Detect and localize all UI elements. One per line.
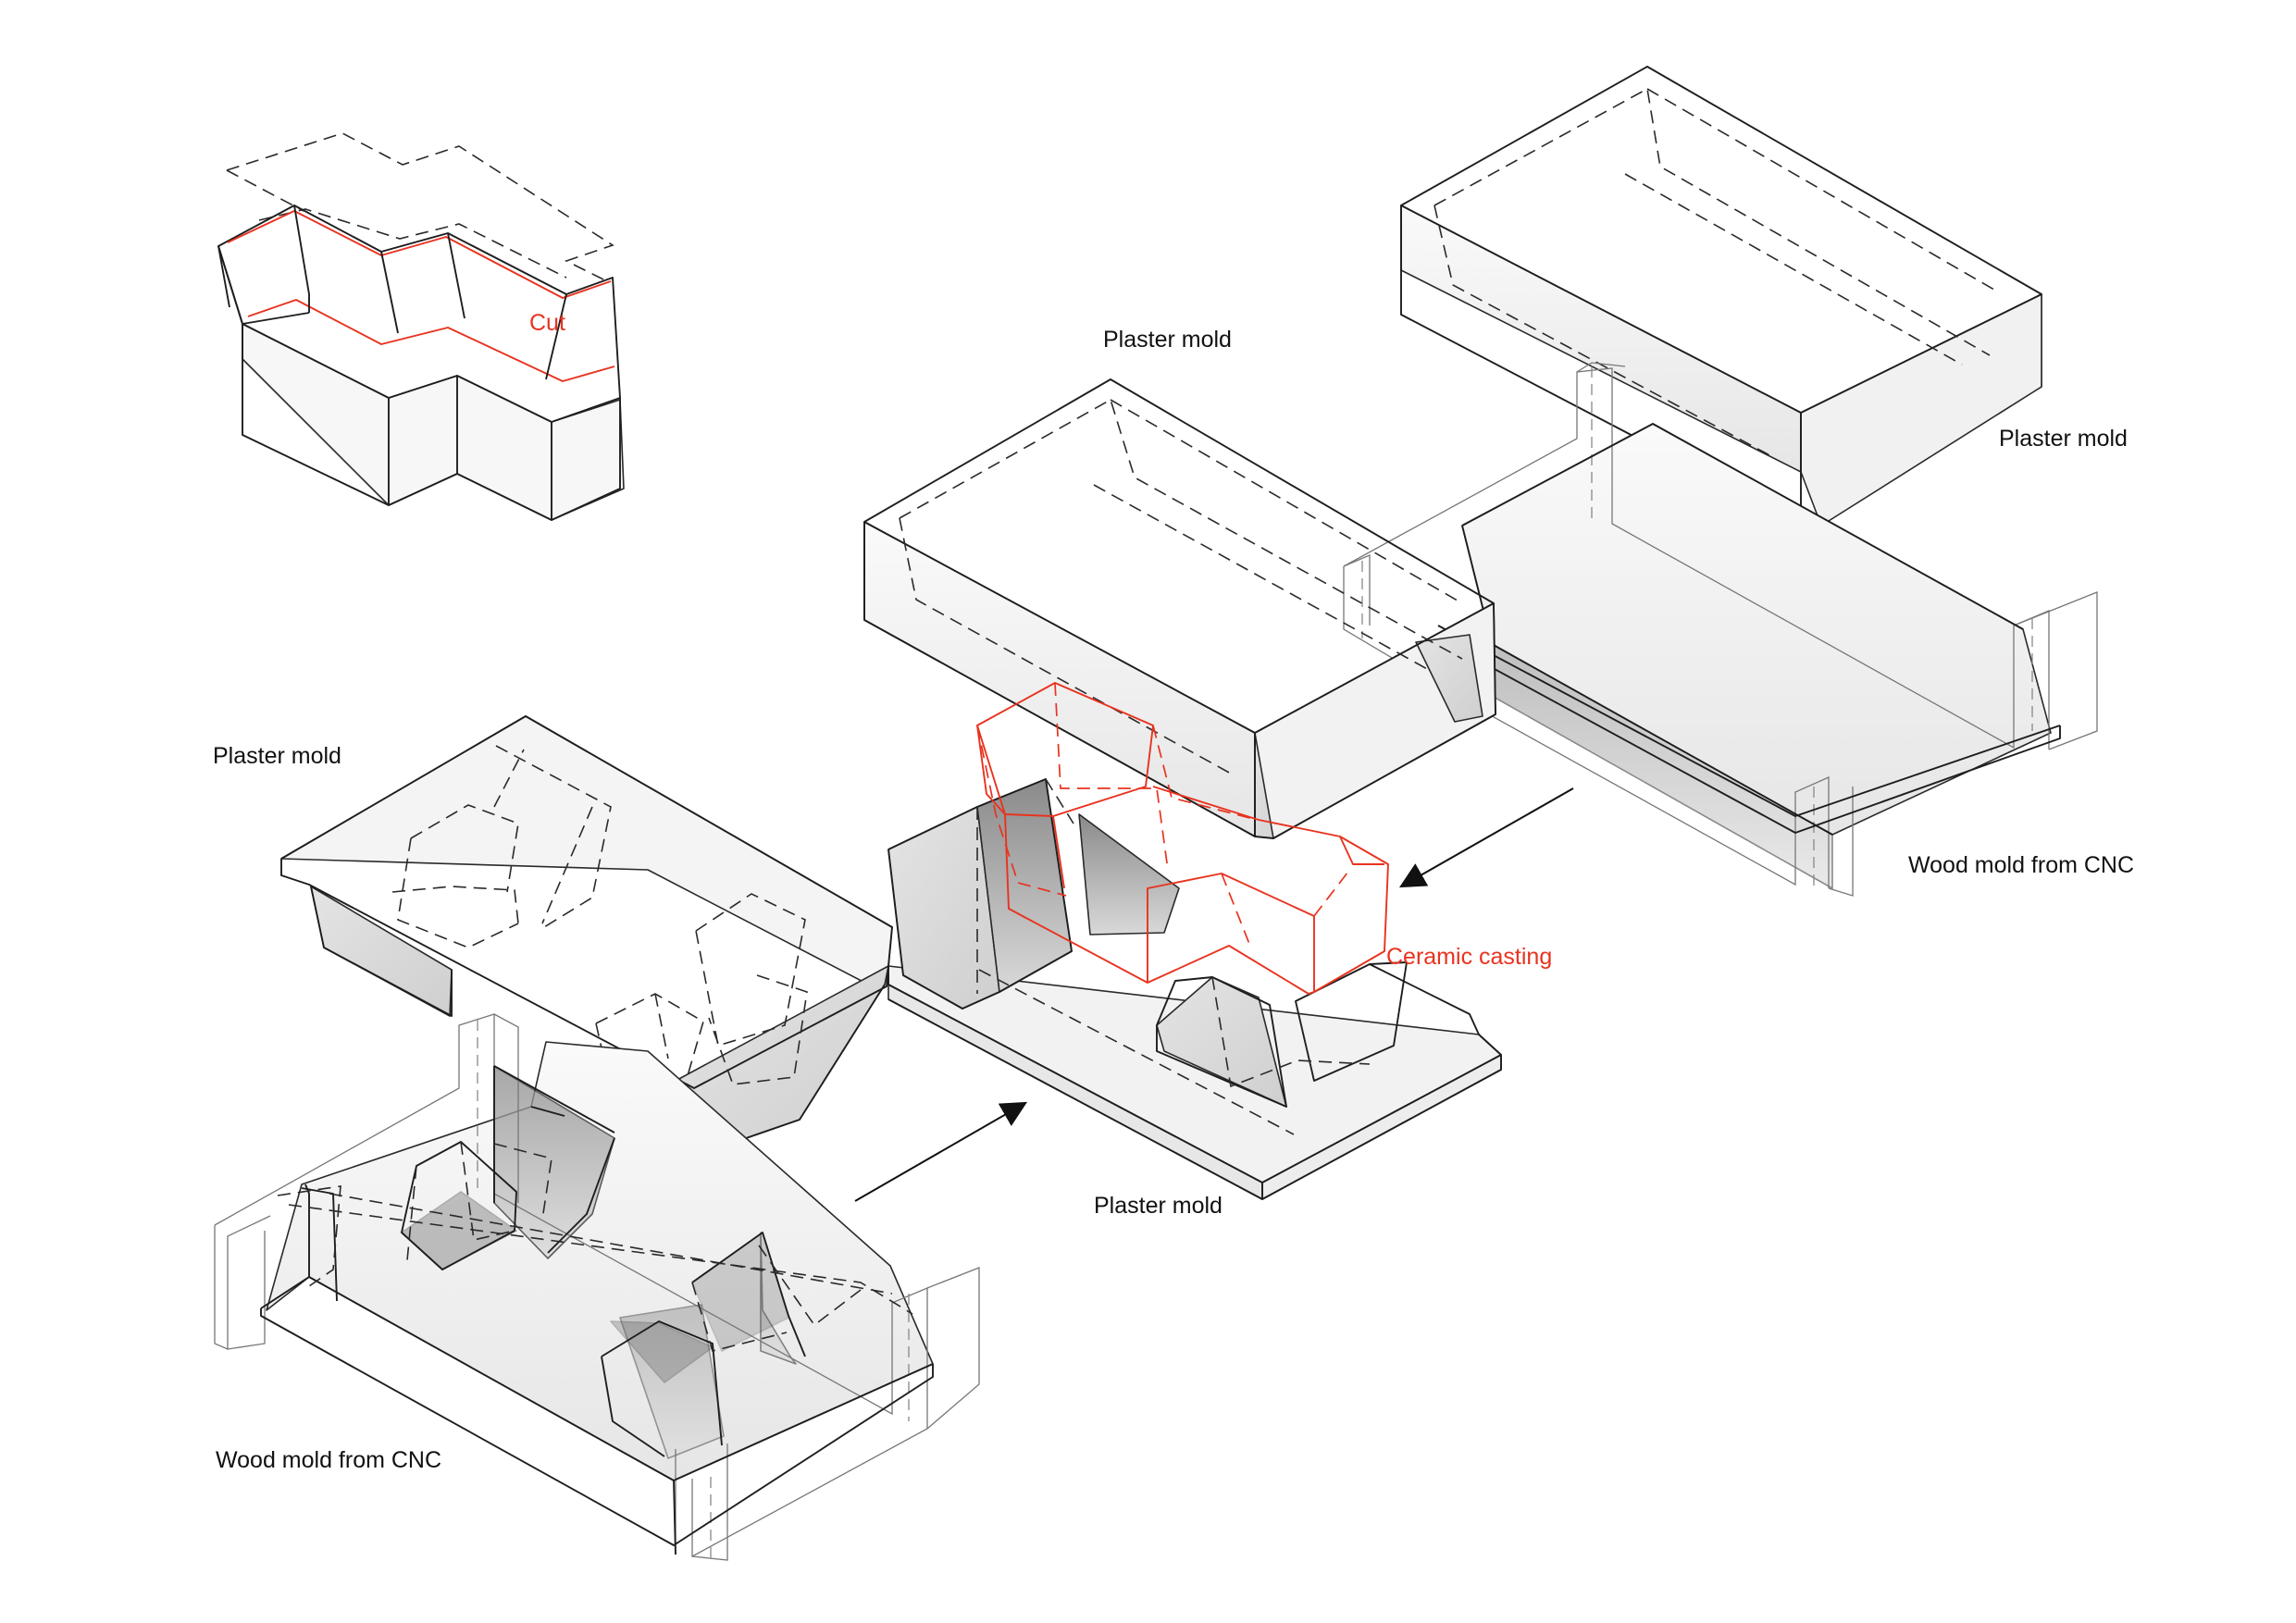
arrow-to-ceramic bbox=[1398, 787, 1574, 888]
arrow-to-middle-base bbox=[854, 1101, 1028, 1202]
ceramic-label: Ceramic casting bbox=[1386, 944, 1552, 970]
plaster-label-bottom-middle: Plaster mold bbox=[1094, 1193, 1222, 1219]
plaster-mold-top-right bbox=[1400, 66, 2042, 527]
ceramic-casting bbox=[976, 682, 1389, 995]
wood-label-left: Wood mold from CNC bbox=[216, 1447, 441, 1473]
plaster-label-top-right: Plaster mold bbox=[1999, 426, 2128, 452]
plaster-mold-middle-base bbox=[887, 778, 1502, 1200]
plaster-label-top-middle: Plaster mold bbox=[1103, 327, 1232, 353]
cut-piece bbox=[217, 132, 625, 521]
cut-label: Cut bbox=[529, 310, 565, 336]
wood-label-right: Wood mold from CNC bbox=[1908, 852, 2134, 878]
plaster-mold-top-middle bbox=[863, 378, 1496, 839]
wood-mold-left bbox=[214, 1013, 980, 1561]
plaster-label-left: Plaster mold bbox=[213, 743, 341, 769]
